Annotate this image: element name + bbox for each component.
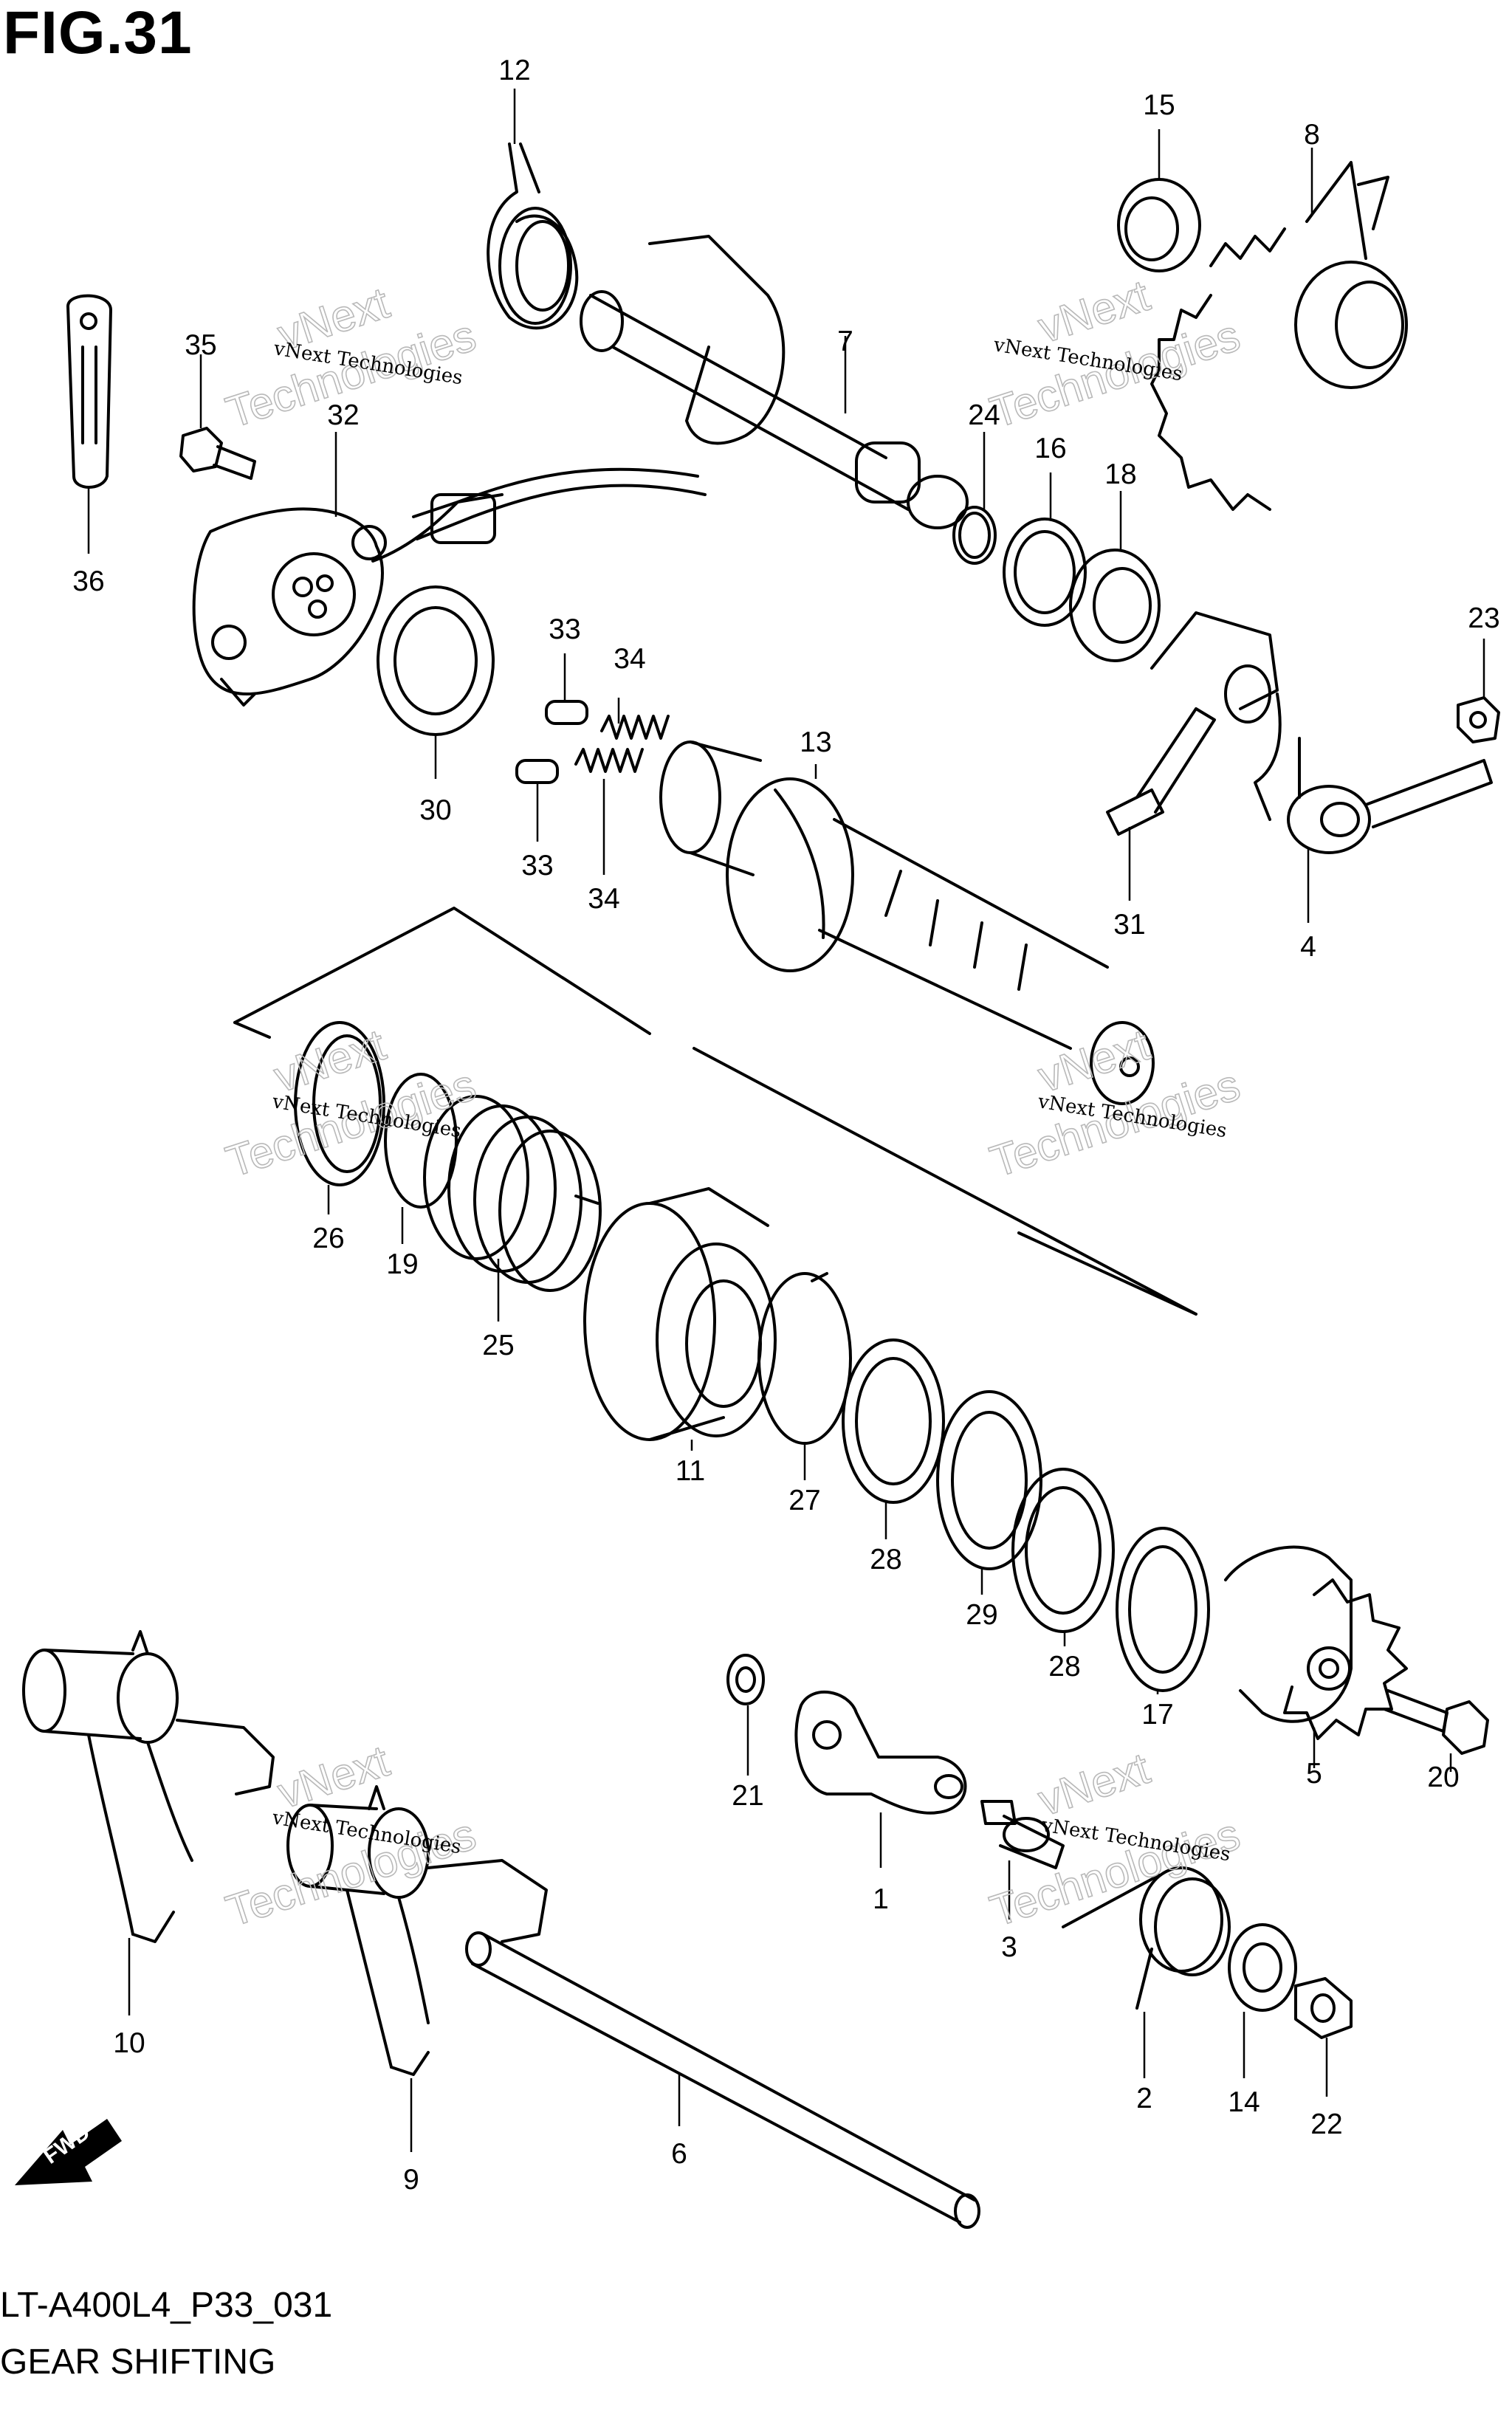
part-8-gear-arm	[1150, 161, 1408, 511]
part-11-drum	[583, 1187, 777, 1441]
part-16-washer	[1003, 518, 1087, 627]
callout-22: 22	[1310, 2108, 1342, 2140]
callout-6: 6	[671, 2138, 687, 2170]
callout-36: 36	[72, 566, 104, 597]
callout-20: 20	[1427, 1762, 1459, 1793]
part-33-pin-lower	[515, 759, 559, 784]
callout-13: 13	[800, 726, 831, 758]
callout-25: 25	[482, 1330, 514, 1361]
figure-subtitle: GEAR SHIFTING	[0, 2343, 276, 2382]
callout-35: 35	[185, 329, 216, 361]
callout-21: 21	[732, 1780, 763, 1812]
watermark-2: vNext Technologies vNext Technologies	[984, 269, 1246, 438]
callout-33-lower: 33	[521, 850, 553, 881]
callout-34-lower: 34	[588, 883, 619, 915]
part-25-spring	[423, 1095, 602, 1292]
part-35-bolt	[179, 427, 256, 480]
part-10-shift-fork	[22, 1630, 275, 1943]
callout-28-lower: 28	[1048, 1651, 1080, 1683]
callout-labels: 1 2 3 4 5 6 7 8 9 10 11 12 13 14 15 16 1…	[72, 55, 1499, 2196]
callout-34-upper: 34	[614, 643, 645, 675]
part-28-washer-b	[1011, 1468, 1115, 1633]
part-34-spring-lower	[574, 748, 644, 773]
part-21-washer	[726, 1654, 765, 1705]
part-13-shift-cam	[659, 740, 1155, 1105]
part-33-pin-upper	[545, 700, 588, 725]
part-5-stopper	[1224, 1545, 1408, 1740]
callout-28-upper: 28	[870, 1544, 901, 1575]
wire-harness	[412, 467, 707, 544]
callout-9: 9	[403, 2164, 419, 2196]
part-28-washer-a	[842, 1338, 945, 1504]
callout-1: 1	[873, 1883, 889, 1915]
callout-7: 7	[837, 326, 853, 357]
part-1-lever	[794, 1691, 967, 1815]
leader-lines	[87, 89, 1485, 2152]
callout-15: 15	[1143, 89, 1175, 121]
figure-code: LT-A400L4_P33_031	[0, 2286, 333, 2325]
part-18-bearing	[1069, 549, 1161, 662]
part-7-shift-shaft	[580, 235, 969, 529]
callout-30: 30	[419, 794, 451, 826]
fwd-arrow-icon: FWD	[15, 2119, 122, 2185]
part-12-spring	[487, 142, 579, 330]
part-9-shift-fork	[286, 1785, 548, 2076]
callout-5: 5	[1306, 1758, 1322, 1790]
part-4-shift-arm	[1150, 611, 1493, 854]
callout-12: 12	[498, 55, 530, 86]
part-31-bolt	[1106, 707, 1216, 836]
part-29-bearing	[936, 1390, 1042, 1570]
callout-32: 32	[327, 399, 359, 431]
callout-8: 8	[1304, 119, 1320, 151]
callout-10: 10	[113, 2027, 145, 2059]
assembly-box-outline	[233, 907, 1197, 1316]
part-23-nut	[1457, 696, 1500, 743]
watermark-4: vNext Technologies vNext Technologies	[984, 1019, 1246, 1187]
watermark-3: vNext Technologies vNext Technologies	[220, 1019, 482, 1187]
part-34-spring-upper	[600, 715, 670, 740]
watermark-6: vNext Technologies vNext Technologies	[984, 1742, 1246, 1936]
part-26-ring	[294, 1021, 385, 1186]
part-15-bearing	[1117, 178, 1201, 272]
callout-26: 26	[312, 1223, 344, 1254]
callout-19: 19	[386, 1248, 418, 1280]
callout-4: 4	[1300, 931, 1316, 963]
svg-text:vNext: vNext	[1032, 1743, 1155, 1825]
part-17-washer	[1116, 1527, 1210, 1692]
figure-title: FIG.31	[3, 0, 193, 66]
part-30-washer	[377, 585, 495, 736]
part-24-circlip	[952, 506, 997, 565]
callout-17: 17	[1141, 1699, 1173, 1731]
callout-23: 23	[1468, 602, 1499, 634]
part-32-sensor	[192, 493, 504, 707]
part-14-washer	[1228, 1923, 1297, 2012]
callout-31: 31	[1113, 909, 1145, 941]
part-19-circlip	[384, 1073, 458, 1209]
callout-2: 2	[1136, 2083, 1152, 2114]
part-6-fork-shaft	[465, 1931, 980, 2229]
part-20-bolt	[1383, 1689, 1489, 1755]
callout-14: 14	[1228, 2086, 1260, 2118]
part-22-nut	[1294, 1977, 1353, 2039]
callout-11: 11	[676, 1455, 706, 1487]
part-36-link	[66, 294, 112, 489]
callout-29: 29	[966, 1599, 997, 1631]
part-2-spring	[1062, 1866, 1231, 2010]
callout-33-upper: 33	[549, 614, 580, 645]
callout-18: 18	[1104, 458, 1136, 490]
callout-16: 16	[1034, 433, 1066, 464]
callout-27: 27	[788, 1485, 820, 1516]
part-3-stud	[980, 1800, 1065, 1869]
callout-24: 24	[968, 399, 1000, 431]
callout-3: 3	[1001, 1931, 1017, 1963]
